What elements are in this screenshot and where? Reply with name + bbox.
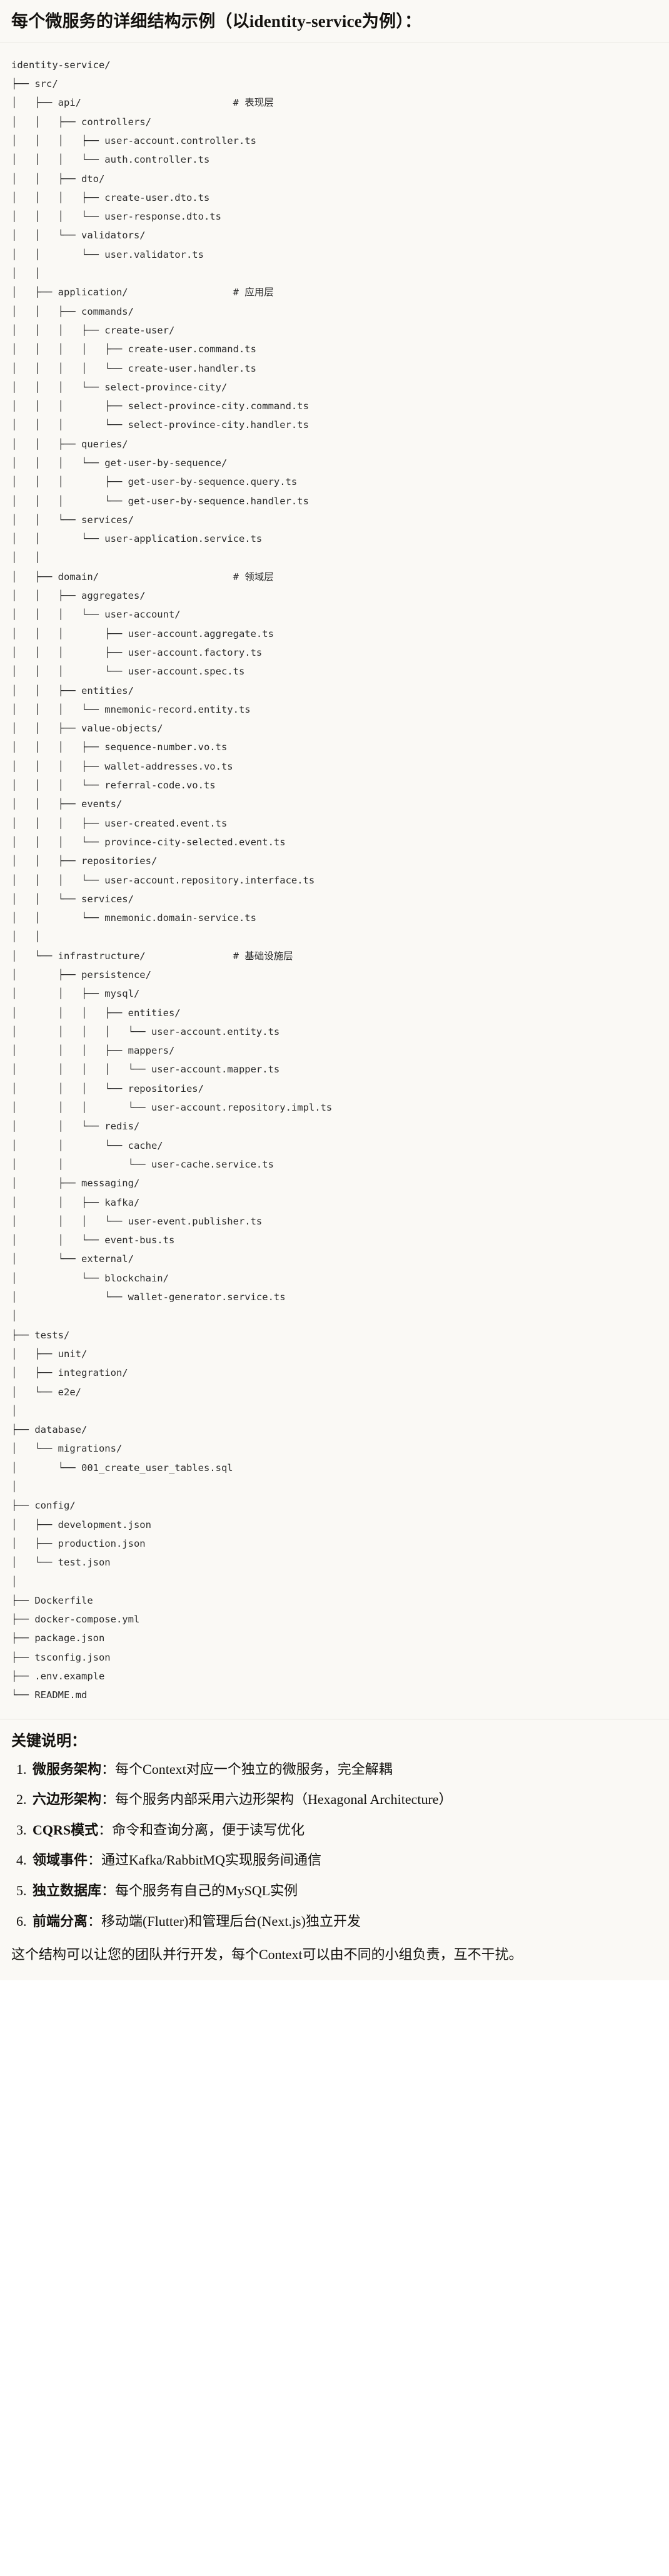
key-note-separator: ： bbox=[101, 1882, 116, 1898]
key-note-description: 命令和查询分离，便于读写优化 bbox=[112, 1821, 305, 1838]
key-note-term: 领域事件 bbox=[33, 1852, 88, 1868]
key-notes-section: 关键说明： 微服务架构：每个Context对应一个独立的微服务，完全解耦六边形架… bbox=[0, 1719, 669, 1980]
key-note-description: 通过Kafka/RabbitMQ实现服务间通信 bbox=[101, 1852, 321, 1868]
key-note-separator: ： bbox=[88, 1913, 102, 1929]
key-note-separator: ： bbox=[101, 1791, 116, 1808]
directory-tree: identity-service/ ├── src/ │ ├── api/ # … bbox=[11, 59, 333, 1701]
key-note-description: 每个服务有自己的MySQL实例 bbox=[115, 1882, 298, 1898]
directory-tree-block: identity-service/ ├── src/ │ ├── api/ # … bbox=[0, 43, 669, 1719]
key-note-item: 六边形架构：每个服务内部采用六边形架构（Hexagonal Architectu… bbox=[30, 1791, 658, 1809]
key-note-item: 领域事件：通过Kafka/RabbitMQ实现服务间通信 bbox=[30, 1851, 658, 1870]
key-note-item: 独立数据库：每个服务有自己的MySQL实例 bbox=[30, 1882, 658, 1900]
key-note-description: 移动端(Flutter)和管理后台(Next.js)独立开发 bbox=[101, 1913, 361, 1929]
key-note-description: 每个服务内部采用六边形架构（Hexagonal Architecture） bbox=[115, 1791, 453, 1808]
key-note-term: 六边形架构 bbox=[33, 1791, 102, 1808]
heading-section: 每个微服务的详细结构示例（以identity-service为例）： bbox=[0, 0, 669, 43]
page-title: 每个微服务的详细结构示例（以identity-service为例）： bbox=[11, 12, 422, 31]
key-note-separator: ： bbox=[88, 1852, 102, 1868]
key-note-term: 微服务架构 bbox=[33, 1761, 102, 1777]
key-note-description: 每个Context对应一个独立的微服务，完全解耦 bbox=[115, 1761, 393, 1777]
key-note-term: 独立数据库 bbox=[33, 1882, 102, 1898]
key-notes-list: 微服务架构：每个Context对应一个独立的微服务，完全解耦六边形架构：每个服务… bbox=[11, 1761, 658, 1931]
closing-paragraph: 这个结构可以让您的团队并行开发，每个Context可以由不同的小组负责，互不干扰… bbox=[11, 1947, 523, 1963]
key-note-item: 微服务架构：每个Context对应一个独立的微服务，完全解耦 bbox=[30, 1761, 658, 1779]
key-note-term: CQRS模式 bbox=[33, 1821, 99, 1838]
key-note-separator: ： bbox=[101, 1761, 116, 1777]
key-note-separator: ： bbox=[98, 1821, 113, 1838]
key-note-term: 前端分离 bbox=[33, 1913, 88, 1929]
key-note-item: CQRS模式：命令和查询分离，便于读写优化 bbox=[30, 1821, 658, 1840]
key-notes-title: 关键说明： bbox=[11, 1733, 86, 1749]
key-note-item: 前端分离：移动端(Flutter)和管理后台(Next.js)独立开发 bbox=[30, 1913, 658, 1931]
document-page: 每个微服务的详细结构示例（以identity-service为例）： ident… bbox=[0, 0, 669, 1980]
